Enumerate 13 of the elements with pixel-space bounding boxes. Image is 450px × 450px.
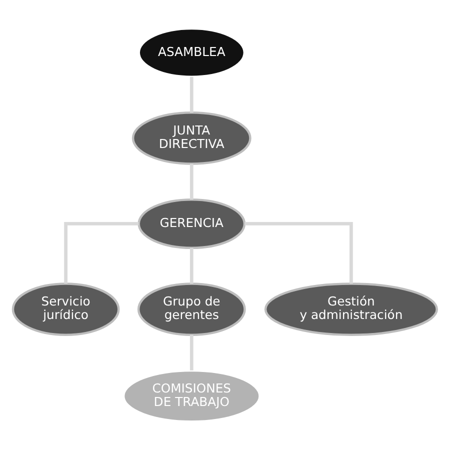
connector <box>190 164 194 200</box>
connector <box>244 222 353 284</box>
node-ellipse: JUNTA DIRECTIVA <box>132 111 252 165</box>
node-ellipse: Gestión y administración <box>264 282 438 336</box>
node-ellipse: COMISIONES DE TRABAJO <box>122 369 261 423</box>
connector <box>190 248 194 284</box>
connector <box>190 334 194 370</box>
node-ellipse: Grupo de gerentes <box>137 282 246 336</box>
node-ellipse: ASAMBLEA <box>138 27 246 78</box>
connector <box>64 222 139 284</box>
node-ellipse: Servicio jurídico <box>12 282 120 336</box>
node-ellipse: GERENCIA <box>138 198 246 250</box>
connector <box>190 76 194 113</box>
